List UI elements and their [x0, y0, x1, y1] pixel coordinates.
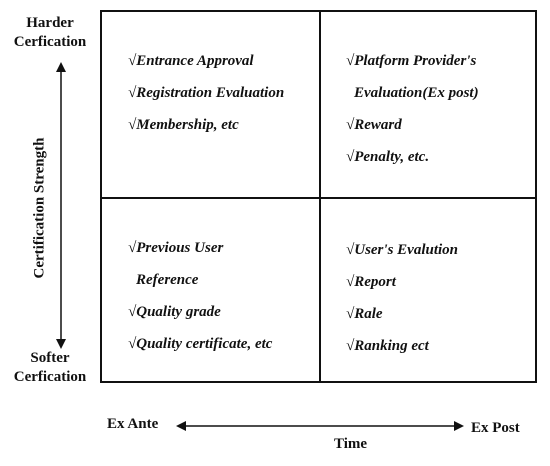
quadrant-item: √Penalty, etc.: [346, 149, 430, 165]
harder-label-line: Cerfication: [13, 34, 87, 50]
harder-label-line: Harder: [26, 15, 74, 31]
quadrant-item: √Reward: [346, 117, 402, 133]
quadrant-top-left: √Entrance Approval √Registration Evaluat…: [128, 45, 284, 141]
softer-certification-label: Softer Cerfication: [0, 349, 100, 387]
quadrant-bottom-right: √User's Evalution √Report √Rale √Ranking…: [346, 234, 458, 362]
vertical-divider: [319, 12, 321, 381]
quadrant-item: √Report: [346, 274, 396, 290]
quadrant-item: √Membership, etc: [128, 117, 239, 133]
quadrant-item: Evaluation(Ex post): [354, 85, 479, 101]
quadrant-item: √Rale: [346, 306, 383, 322]
certification-strength-axis-title: Certification Strength: [31, 137, 48, 279]
quadrant-item: √Quality certificate, etc: [128, 336, 273, 352]
quadrant-item: √Registration Evaluation: [128, 85, 285, 101]
quadrant-item: √Ranking ect: [346, 338, 429, 354]
harder-certification-label: Harder Cerfication: [0, 14, 100, 52]
quadrant-top-right: √Platform Provider's Evaluation(Ex post)…: [346, 45, 479, 173]
quadrant-item: √Quality grade: [128, 304, 221, 320]
ex-ante-label: Ex Ante: [107, 416, 159, 432]
time-axis-title: Time: [334, 436, 368, 452]
quadrant-item: √Previous User: [128, 240, 224, 256]
quadrant-item: √User's Evalution: [346, 242, 459, 258]
quadrant-item: Reference: [136, 272, 199, 288]
softer-label-line: Cerfication: [13, 369, 87, 385]
quadrant-bottom-left: √Previous User Reference √Quality grade …: [128, 232, 272, 360]
horizontal-divider: [102, 197, 535, 199]
ex-post-label: Ex Post: [471, 420, 520, 436]
quadrant-item: √Platform Provider's: [346, 53, 477, 69]
quadrant-item: √Entrance Approval: [128, 53, 254, 69]
softer-label-line: Softer: [30, 350, 70, 366]
quadrant-grid: [100, 10, 537, 383]
